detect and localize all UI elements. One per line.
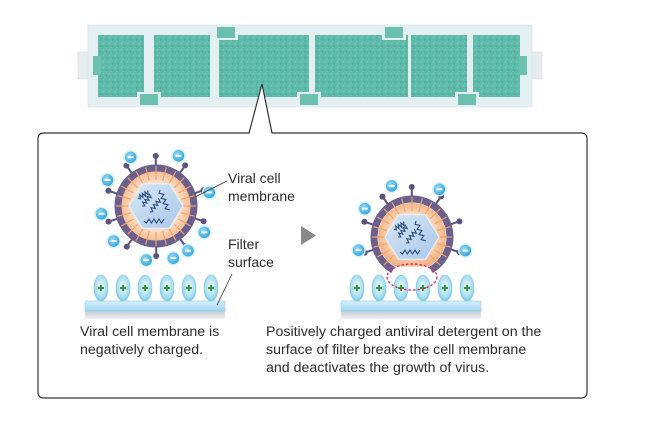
virus-spike-knob	[456, 218, 462, 224]
filter-clip	[217, 27, 235, 38]
label-surface: surface	[228, 253, 274, 271]
label-viral-cell: Viral cell	[228, 169, 281, 187]
virus-spike-knob	[409, 184, 415, 190]
right-caption: Positively charged antiviral detergent o…	[266, 323, 541, 377]
virus-spike-knob	[201, 218, 207, 224]
right-caption-line: and deactivates the growth of virus.	[266, 359, 541, 377]
left-caption: Viral cell membrane is negatively charge…	[80, 323, 219, 359]
virus-spike-knob	[153, 253, 159, 259]
label-membrane: membrane	[228, 187, 295, 205]
filter-surface-bar	[85, 301, 225, 311]
filter-clip	[300, 94, 318, 105]
filter-surface-bar	[341, 301, 481, 311]
right-caption-line: surface of filter breaks the cell membra…	[266, 341, 541, 359]
virus-spike-knob	[361, 219, 367, 225]
filter-clip	[385, 27, 403, 38]
left-caption-line: Viral cell membrane is	[80, 323, 219, 341]
filter-surface-shadow	[341, 311, 481, 319]
filter-clip	[93, 56, 101, 75]
filter-media-panel	[411, 35, 467, 97]
virus-spike-knob	[124, 244, 130, 250]
label-filter: Filter	[228, 235, 259, 253]
filter-media-panel	[98, 35, 144, 97]
filter-media-panel	[154, 35, 210, 97]
filter-media-panel	[315, 35, 408, 97]
virus-spike-knob	[379, 194, 385, 200]
virus-spike-knob	[105, 188, 111, 194]
filter-media-panel	[219, 35, 309, 97]
right-caption-line: Positively charged antiviral detergent o…	[266, 323, 541, 341]
filter-clip	[519, 56, 527, 75]
virus-spike-knob	[106, 219, 112, 225]
filter-surface-shadow	[85, 311, 225, 319]
filter-media-panel	[473, 35, 520, 97]
filter-clip	[458, 94, 476, 105]
virus-spike-knob	[153, 153, 159, 159]
virus-spike-knob	[182, 162, 188, 168]
filter-clip	[140, 94, 158, 105]
left-caption-line: negatively charged.	[80, 341, 219, 359]
filter-image	[78, 25, 542, 107]
